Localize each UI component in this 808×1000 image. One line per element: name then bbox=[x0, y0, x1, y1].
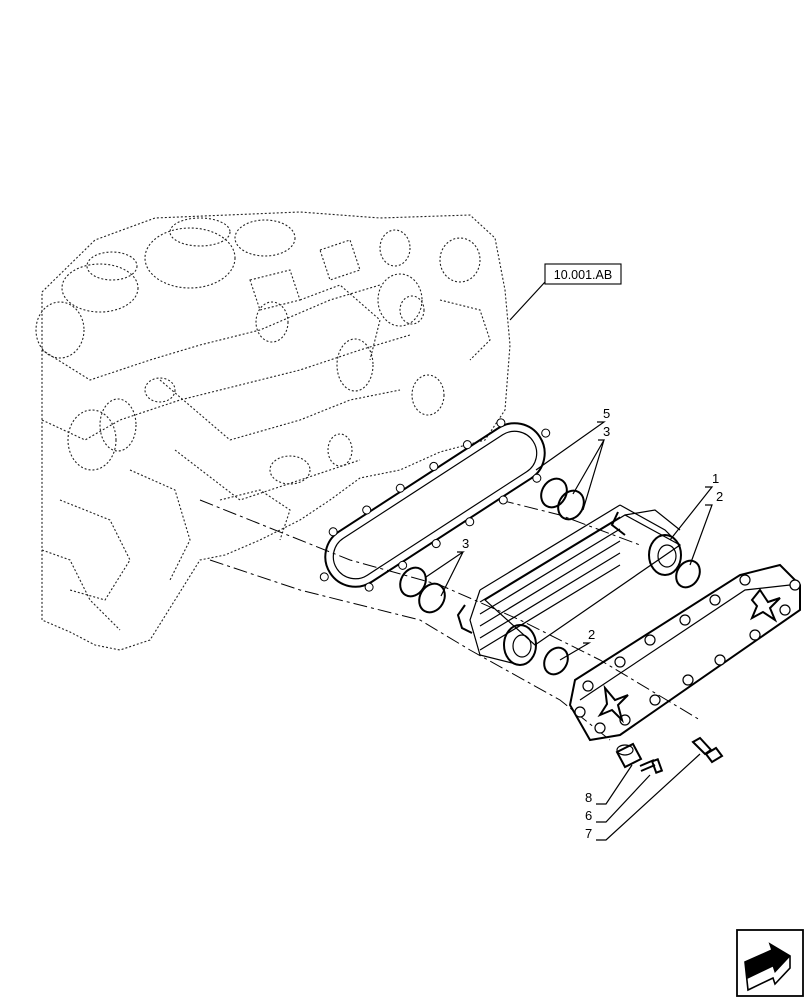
o-ring-upper-pair bbox=[540, 477, 585, 521]
oil-cooler bbox=[456, 504, 682, 666]
reference-box-label: 10.001.AB bbox=[554, 268, 612, 282]
o-ring-lower-pair bbox=[399, 566, 446, 614]
callout-2-lower: 2 bbox=[588, 627, 595, 642]
callout-2-right: 2 bbox=[716, 489, 723, 504]
o-ring-lower bbox=[543, 646, 569, 676]
cooler-cover bbox=[568, 563, 801, 742]
callout-3-lower: 3 bbox=[462, 536, 469, 551]
callout-8: 8 bbox=[585, 790, 592, 805]
o-ring-right bbox=[675, 559, 701, 589]
callout-3-upper: 3 bbox=[603, 424, 610, 439]
reference-box[interactable]: 10.001.AB bbox=[509, 263, 622, 321]
callout-5: 5 bbox=[603, 406, 610, 421]
sleeve-part bbox=[615, 742, 643, 769]
callout-1: 1 bbox=[712, 471, 719, 486]
screw-short bbox=[639, 758, 664, 774]
callout-6: 6 bbox=[585, 808, 592, 823]
flange-bolt bbox=[691, 736, 724, 764]
gasket bbox=[319, 418, 551, 592]
leader-lines bbox=[425, 421, 714, 841]
assembly-axis-lines bbox=[199, 499, 701, 741]
callout-7: 7 bbox=[585, 826, 592, 841]
next-page-arrow-icon[interactable] bbox=[736, 929, 804, 997]
engine-block-outline bbox=[35, 211, 511, 651]
